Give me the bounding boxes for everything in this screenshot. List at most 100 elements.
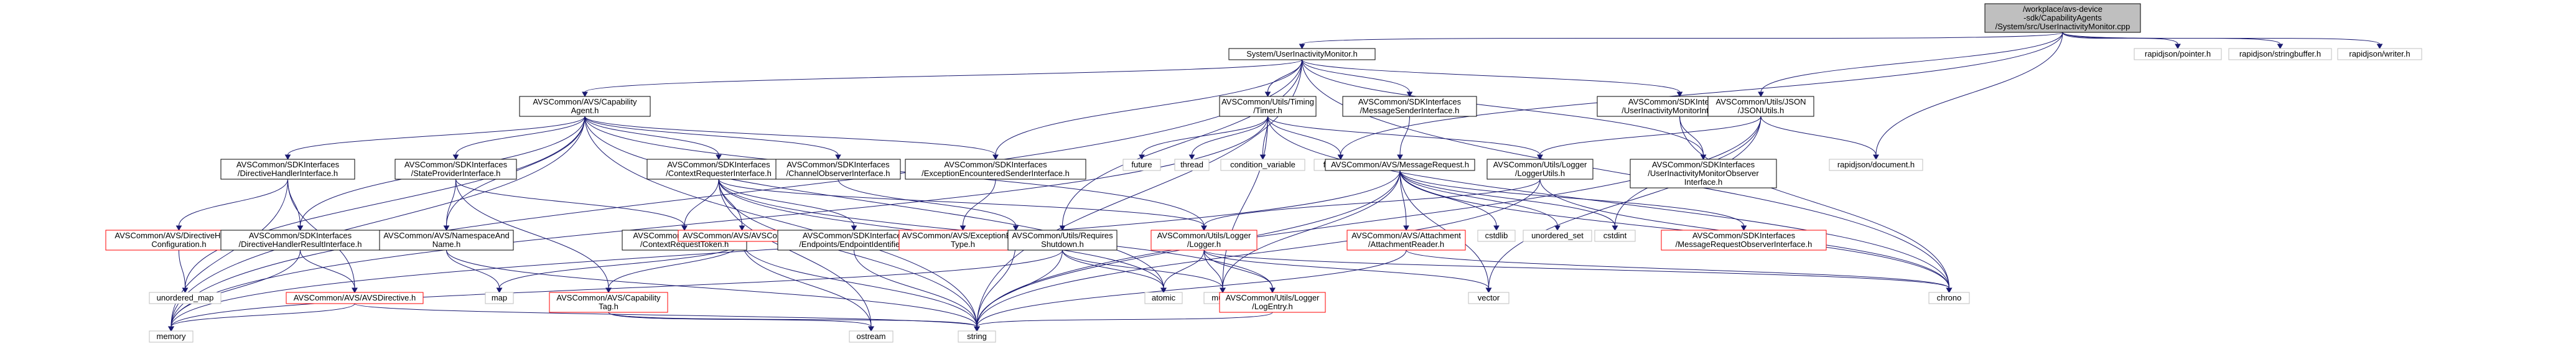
- edge-arrowhead: [1220, 287, 1226, 294]
- node-box: [1661, 230, 1827, 251]
- node-timer[interactable]: AVSCommon/Utils/Timing/Timer.h: [1219, 96, 1317, 117]
- node-memory: memory: [149, 330, 194, 343]
- edge-epid-to-string: [854, 249, 980, 332]
- edge-line: [976, 179, 1541, 327]
- node-coi[interactable]: AVSCommon/SDKInterfaces/ChannelObserverI…: [775, 159, 901, 180]
- edge-arrowhead: [1264, 91, 1271, 98]
- edge-arrowhead: [1537, 154, 1543, 161]
- node-spi[interactable]: AVSCommon/SDKInterfaces/StateProviderInt…: [394, 159, 517, 180]
- node-box: [379, 230, 514, 251]
- node-box: [2134, 48, 2222, 60]
- edge-line: [170, 116, 586, 327]
- node-cri[interactable]: AVSCommon/SDKInterfaces/ContextRequester…: [646, 159, 791, 180]
- edge-msgreq-to-cstdlib: [1399, 170, 1500, 231]
- edge-line: [838, 179, 1016, 226]
- edge-arrowhead: [1139, 154, 1145, 161]
- node-dhi[interactable]: AVSCommon/SDKInterfaces/DirectiveHandler…: [220, 159, 355, 180]
- edge-arrowhead: [1337, 154, 1344, 161]
- node-label-line: /MessageRequestObserverInterface.h: [1676, 240, 1813, 249]
- node-label-line: AVSCommon/AVS/NamespaceAnd: [383, 231, 510, 240]
- edge-arrowhead: [452, 154, 459, 161]
- edge-timer-to-chrono: [1267, 116, 1953, 294]
- edge-reqshut-to-string: [974, 249, 1063, 332]
- node-rj_pointer: rapidjson/pointer.h: [2134, 48, 2222, 60]
- edge-capagent-to-coi: [584, 116, 841, 161]
- node-logentry[interactable]: AVSCommon/Utils/Logger/LogEntry.h: [1219, 292, 1326, 313]
- edge-line: [1203, 249, 1273, 289]
- edge-line: [170, 249, 301, 327]
- node-label-line: Interface.h: [1684, 177, 1722, 187]
- edge-msgsender-to-msgreq: [1397, 116, 1410, 161]
- edge-line: [1340, 32, 2063, 156]
- node-uimoi[interactable]: AVSCommon/SDKInterfaces/UserInactivityMo…: [1630, 159, 1777, 189]
- node-msgreq[interactable]: AVSCommon/AVS/MessageRequest.h: [1325, 159, 1475, 171]
- edge-arrowhead: [297, 225, 304, 231]
- node-root[interactable]: /workplace/avs-device-sdk/CapabilityAgen…: [1984, 3, 2141, 33]
- edge-arrowhead: [1403, 225, 1409, 231]
- edge-line: [1302, 59, 1704, 156]
- node-label-line: AVSCommon/SDKInterfaces: [786, 160, 890, 169]
- node-label-line: /ContextRequestToken.h: [640, 240, 729, 249]
- edge-line: [1203, 249, 1489, 289]
- edge-arrowhead: [1873, 154, 1879, 161]
- edge-line: [1203, 249, 1949, 289]
- node-avsdirective[interactable]: AVSCommon/AVS/AVSDirective.h: [286, 292, 424, 304]
- node-box: [549, 292, 668, 313]
- node-eesi[interactable]: AVSCommon/SDKInterfaces/ExceptionEncount…: [905, 159, 1086, 180]
- edge-jsonutils-to-loggerutils: [1537, 116, 1762, 161]
- edge-arrowhead: [175, 225, 182, 231]
- edge-spi-to-nsname: [443, 179, 456, 231]
- node-avscontext[interactable]: AVSCommon/AVS/AVSContext.h: [678, 230, 806, 242]
- node-map: map: [485, 292, 514, 304]
- node-box: [1594, 230, 1636, 242]
- node-label-line: Agent.h: [571, 106, 599, 115]
- node-msgsender[interactable]: AVSCommon/SDKInterfaces/MessageSenderInt…: [1342, 96, 1477, 117]
- edge-line: [1679, 116, 1704, 156]
- edge-logger-to-vector: [1203, 249, 1492, 294]
- edge-line: [584, 116, 719, 156]
- edge-line: [455, 179, 609, 289]
- edge-arrowhead: [2376, 44, 2383, 50]
- edge-arrowhead: [496, 287, 503, 294]
- edge-line: [1062, 249, 1223, 289]
- edge-root-to-uim: [1299, 32, 2063, 50]
- edge-line: [1399, 116, 1410, 156]
- node-capagent[interactable]: AVSCommon/AVS/CapabilityAgent.h: [519, 96, 651, 117]
- node-uim[interactable]: System/UserInactivityMonitor.h: [1228, 48, 1376, 60]
- node-logger[interactable]: AVSCommon/Utils/Logger/Logger.h: [1150, 230, 1258, 251]
- node-jsonutils[interactable]: AVSCommon/Utils/JSON/JSONUtils.h: [1707, 96, 1814, 117]
- edge-coi-to-focusstate: [838, 179, 1019, 231]
- edge-capagent-to-dhi: [284, 116, 586, 161]
- node-dhri[interactable]: AVSCommon/SDKInterfaces/DirectiveHandler…: [220, 230, 380, 251]
- node-label-line: cstdlib: [1485, 231, 1508, 240]
- edge-line: [995, 59, 1302, 156]
- edge-arrowhead: [1269, 287, 1276, 294]
- node-label-line: Tag.h: [599, 302, 618, 311]
- edge-line: [718, 179, 854, 226]
- node-uset: unordered_set: [1523, 230, 1592, 242]
- edge-arrowhead: [2277, 44, 2284, 50]
- edge-nsname-to-map: [446, 249, 503, 294]
- node-mroi[interactable]: AVSCommon/SDKInterfaces/MessageRequestOb…: [1661, 230, 1827, 251]
- edge-msgreq-to-mroi: [1399, 170, 1747, 231]
- edge-arrowhead: [868, 326, 874, 332]
- node-chrono: chrono: [1928, 292, 1970, 304]
- edge-line: [354, 303, 978, 327]
- node-label-line: memory: [157, 332, 186, 341]
- edge-root-to-rj_doc: [1873, 32, 2063, 161]
- node-label-line: rapidjson/stringbuffer.h: [2239, 49, 2321, 58]
- node-box: [1228, 48, 1376, 60]
- node-loggerutils[interactable]: AVSCommon/Utils/Logger/LoggerUtils.h: [1486, 159, 1594, 180]
- edge-msgreq-to-uset: [1399, 170, 1561, 231]
- node-label-line: AVSCommon/Utils/JSON: [1716, 97, 1806, 106]
- edge-line: [1679, 116, 1949, 289]
- node-attreader[interactable]: AVSCommon/AVS/Attachment/AttachmentReade…: [1346, 230, 1466, 251]
- edge-uimi-to-chrono: [1679, 116, 1953, 294]
- edge-line: [684, 179, 719, 226]
- node-box: [1219, 292, 1326, 313]
- node-box: [519, 96, 651, 117]
